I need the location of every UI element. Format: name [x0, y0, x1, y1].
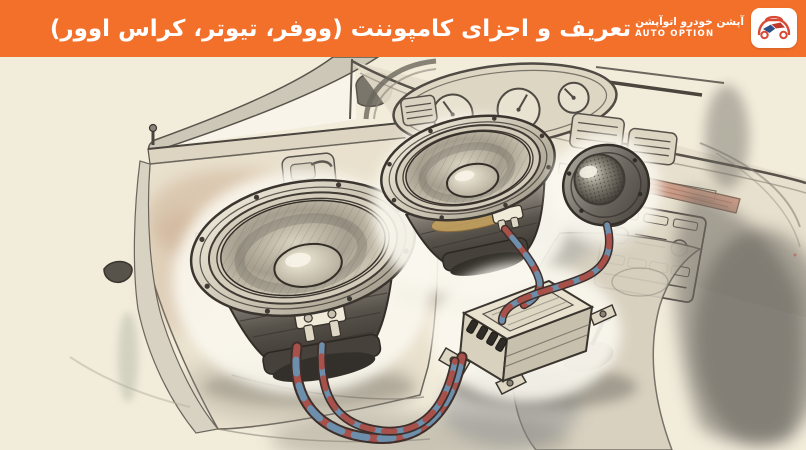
component-speakers-illustration [0, 57, 806, 450]
speaker-wires [290, 220, 614, 444]
dash-end-shading [705, 85, 749, 189]
dust-cap [446, 162, 500, 198]
brand-text: آپشن خودرو اتوآپشن AUTO OPTION [635, 16, 744, 40]
flange-screws [566, 158, 643, 213]
page-title: تعریف و اجزای کامپوننت (ووفر، تیوتر، کرا… [49, 15, 632, 42]
brand-name-farsi: آپشن خودرو اتوآپشن [635, 16, 744, 29]
driver-air-vent [400, 94, 438, 127]
wire-woofer-to-crossover [290, 340, 468, 444]
door-latch [103, 260, 133, 283]
brand-name-english: AUTO OPTION [635, 29, 715, 40]
flange-screws [387, 116, 551, 220]
wire-tweeter-to-crossover [497, 220, 614, 326]
medium-woofer [380, 114, 556, 276]
dust-cap [273, 242, 343, 288]
dome-tweeter [561, 143, 651, 227]
header-banner: تعریف و اجزای کامپوننت (ووفر، تیوتر، کرا… [0, 0, 806, 57]
car-handshake-icon-svg [757, 15, 791, 40]
paper-speck [793, 253, 797, 257]
crossover-terminals [466, 319, 508, 352]
large-woofer [189, 178, 417, 383]
steering-wheel-rim [363, 58, 437, 120]
car-handshake-icon [751, 8, 797, 48]
window-divider [349, 58, 353, 120]
door-edge [133, 160, 220, 434]
brand-logo: آپشن خودرو اتوآپشن AUTO OPTION [635, 8, 797, 48]
